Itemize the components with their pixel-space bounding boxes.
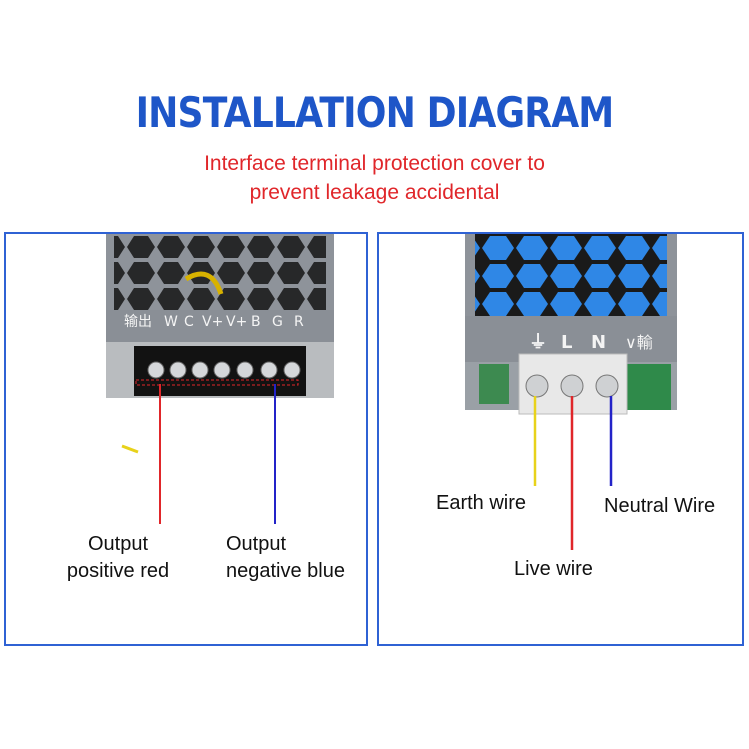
output-terminal-panel: 输出 W C V+ V+ B G R Output positive red O… [4,232,368,646]
terminal-label-earth: ⏚ [529,332,547,353]
output-positive-label-line1: Output [87,533,149,555]
terminal-label-vplus-1: V+ [202,314,223,330]
terminal-label-w: W [164,314,178,330]
output-negative-label-line1: Output [226,533,287,555]
input-terminal-panel: ⏚ L N ∨輸 Earth wire Neutral Wire Live wi… [377,232,744,646]
terminal-screws [525,374,619,398]
terminal-label-r: R [294,314,304,330]
subtitle-line-1: Interface terminal protection cover to [204,152,545,175]
terminal-label-output: 输出 [124,314,152,330]
terminal-label-vplus-2: V+ [226,314,247,330]
input-terminal-illustration: ⏚ L N ∨輸 [465,234,677,550]
live-wire-label: Live wire [514,558,593,580]
terminal-label-n: N [591,332,606,353]
yellow-mark [121,444,139,454]
terminal-label-g: G [272,314,283,330]
output-positive-label: Output positive red [58,531,178,585]
terminal-label-l: L [561,332,572,353]
earth-wire-label: Earth wire [436,492,527,514]
output-negative-label: Output negative blue [226,531,345,585]
terminal-label-input: ∨輸 [625,333,653,352]
terminal-screws [147,361,301,379]
subtitle-line-2: prevent leakage accidental [249,181,500,204]
terminal-label-c: C [184,314,194,330]
neutral-wire-label: Neutral Wire [604,495,716,517]
output-negative-label-line2: negative blue [226,560,345,582]
page-title: INSTALLATION DIAGRAM [135,88,615,137]
output-positive-label-line2: positive red [66,560,170,582]
terminal-label-b: B [251,314,261,330]
output-terminal-illustration: 输出 W C V+ V+ B G R [106,234,334,524]
